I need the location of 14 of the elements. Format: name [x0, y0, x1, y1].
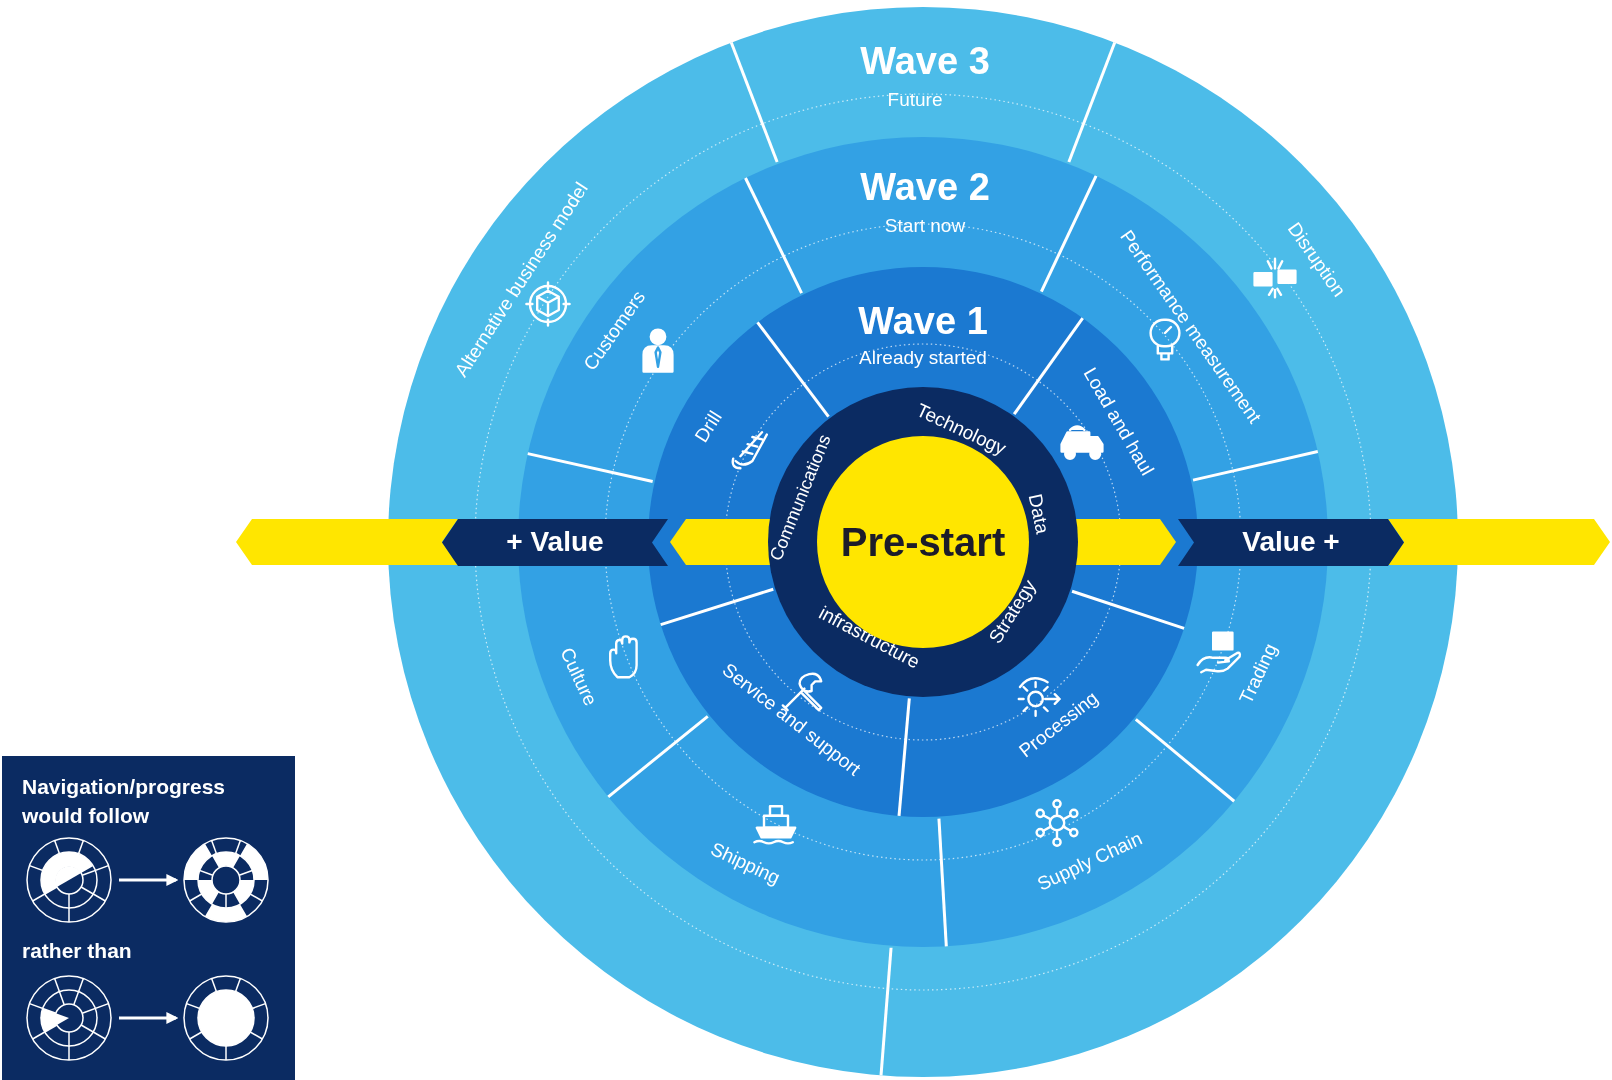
- center-label: Pre-start: [840, 520, 1006, 564]
- legend-panel: [2, 756, 295, 1080]
- legend-text: Navigation/progress would follow: [22, 774, 227, 830]
- arrow: [119, 1012, 179, 1024]
- wave-title: Wave 2: [860, 167, 990, 209]
- wave-subtitle: Start now: [884, 215, 966, 237]
- legend-text: rather than: [22, 938, 133, 964]
- ring-label: Data: [1023, 492, 1053, 536]
- wave-subtitle: Future: [887, 89, 943, 111]
- wave-subtitle: Already started: [859, 347, 987, 369]
- sector-label: Culture: [555, 644, 601, 710]
- wave-title: Wave 3: [860, 41, 990, 83]
- arrow: [119, 874, 179, 886]
- wave-title: Wave 1: [858, 301, 988, 343]
